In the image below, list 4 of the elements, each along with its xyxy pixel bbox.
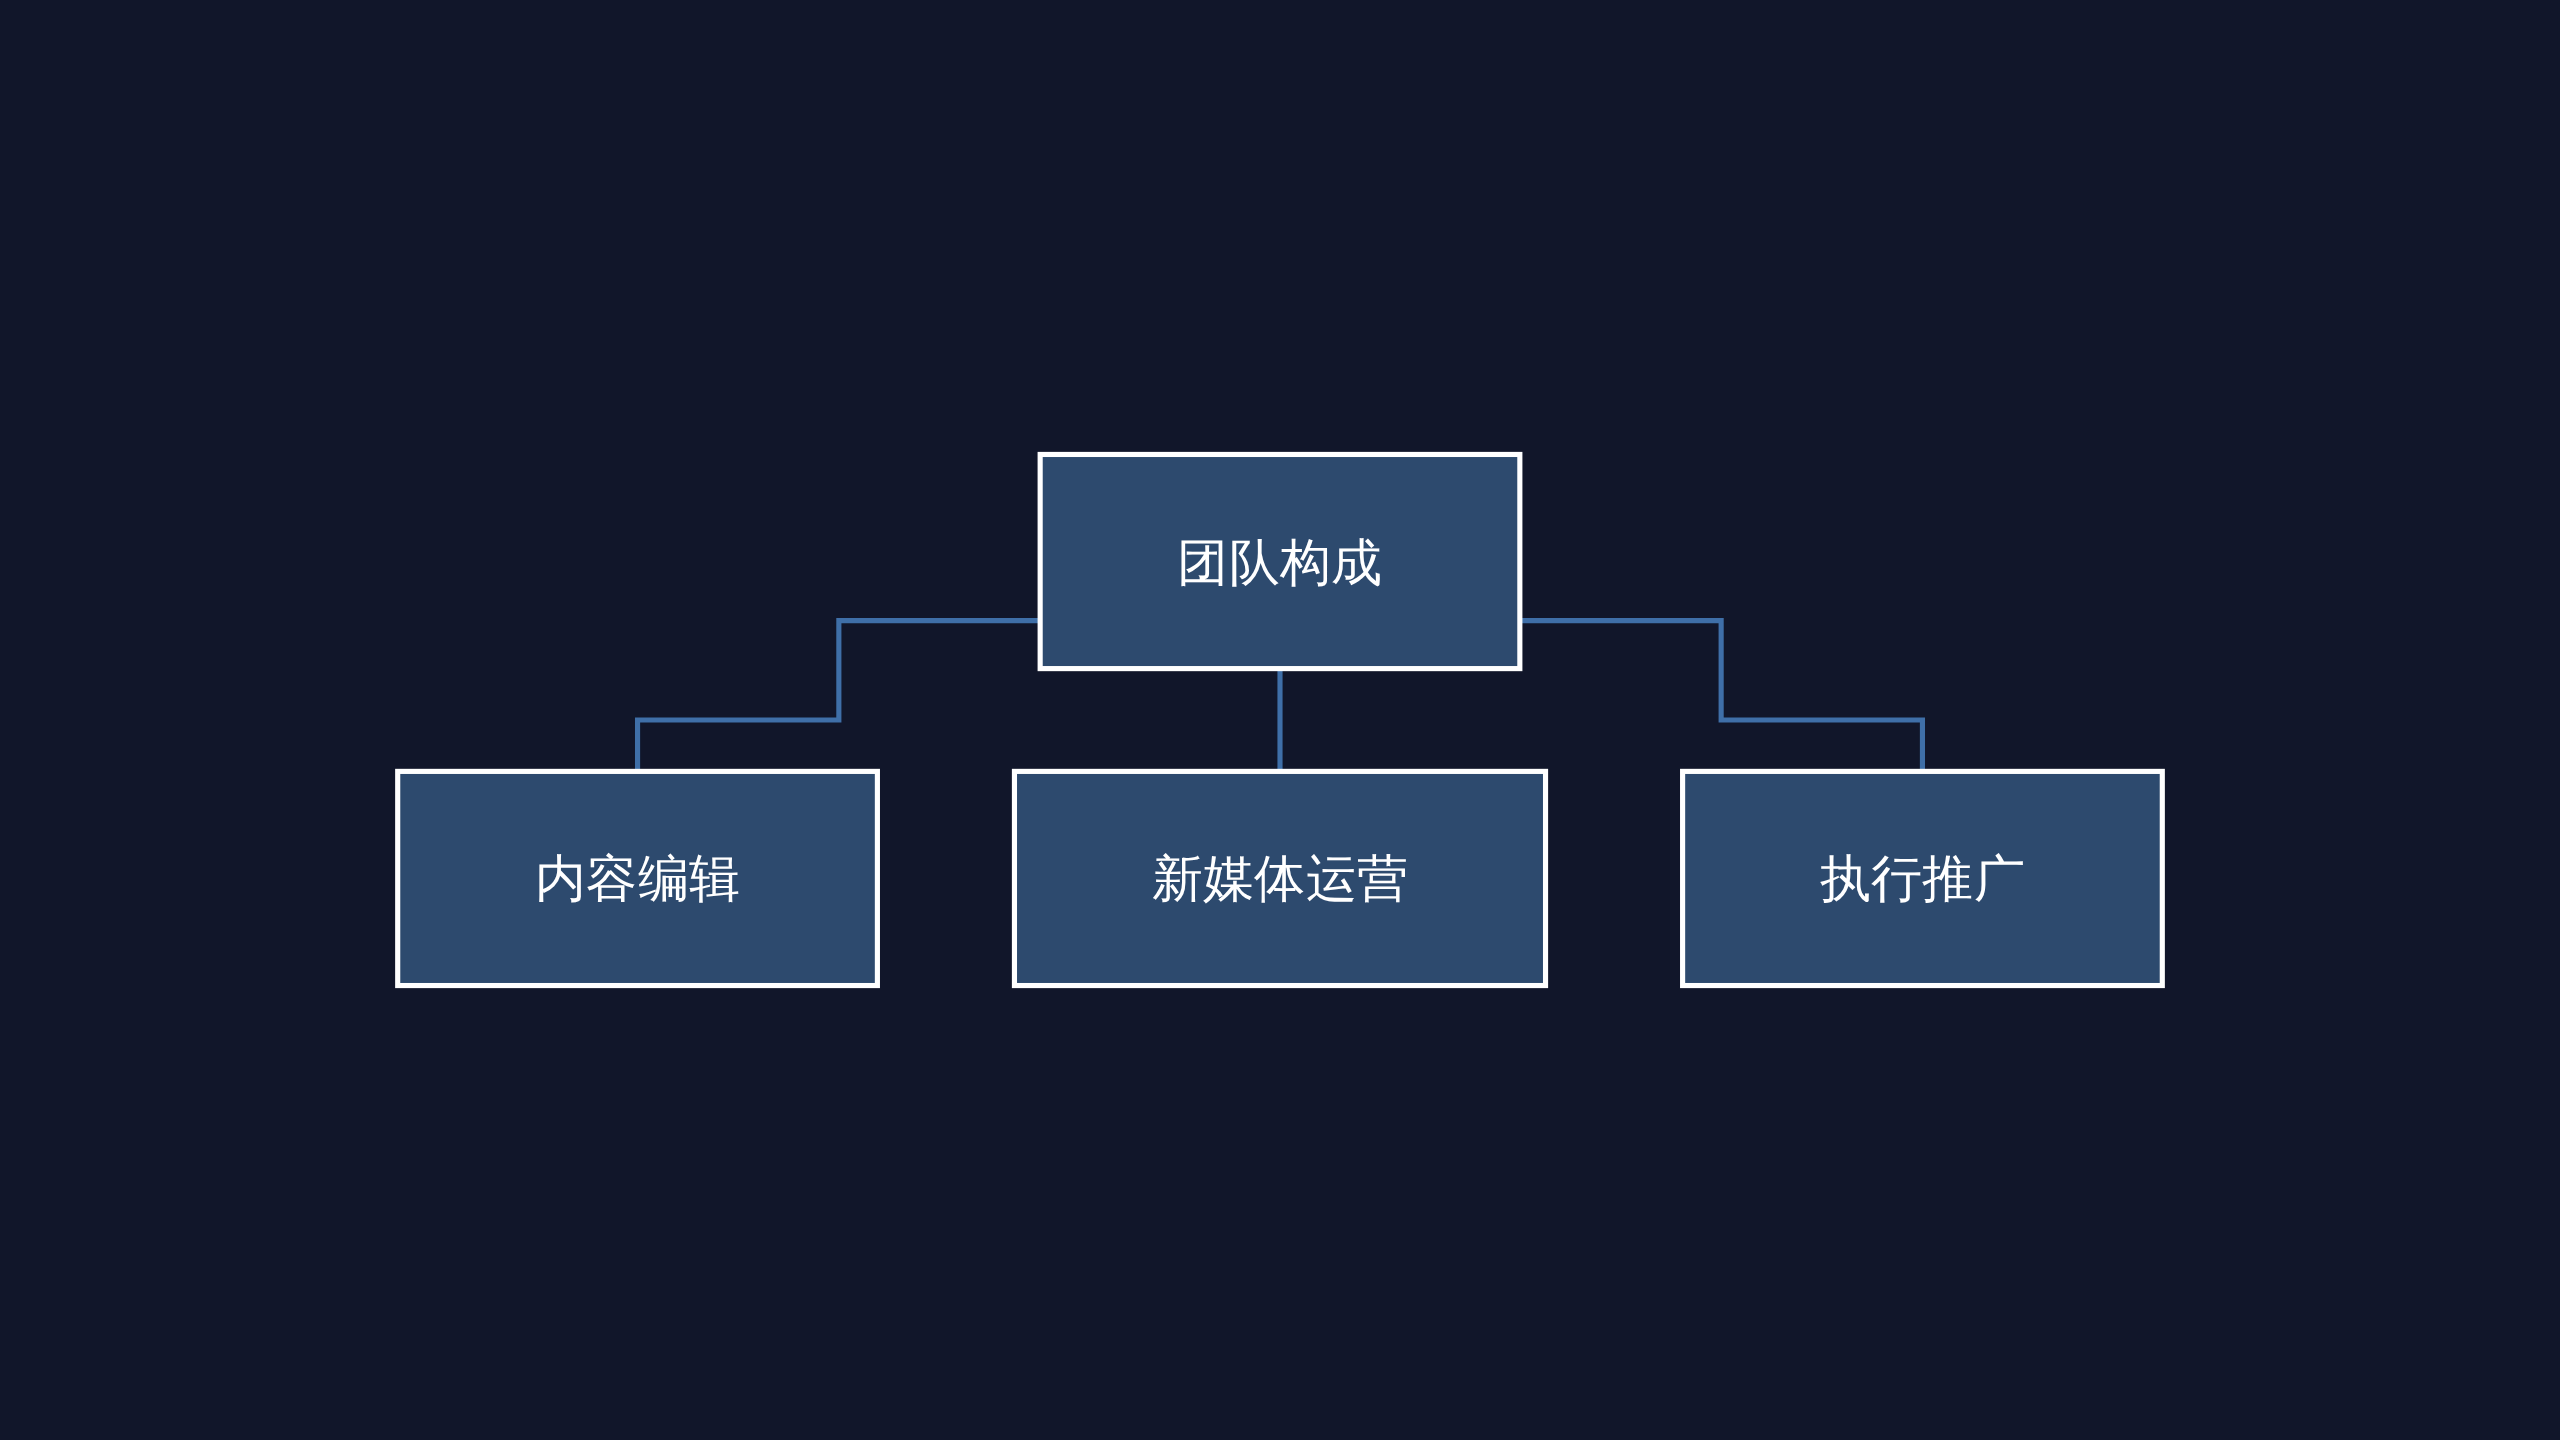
node-box: 内容编辑 <box>395 768 880 989</box>
node-box: 执行推广 <box>1680 768 2165 989</box>
node-box: 新媒体运营 <box>1011 768 1549 989</box>
node-box: 团队构成 <box>1037 451 1523 672</box>
